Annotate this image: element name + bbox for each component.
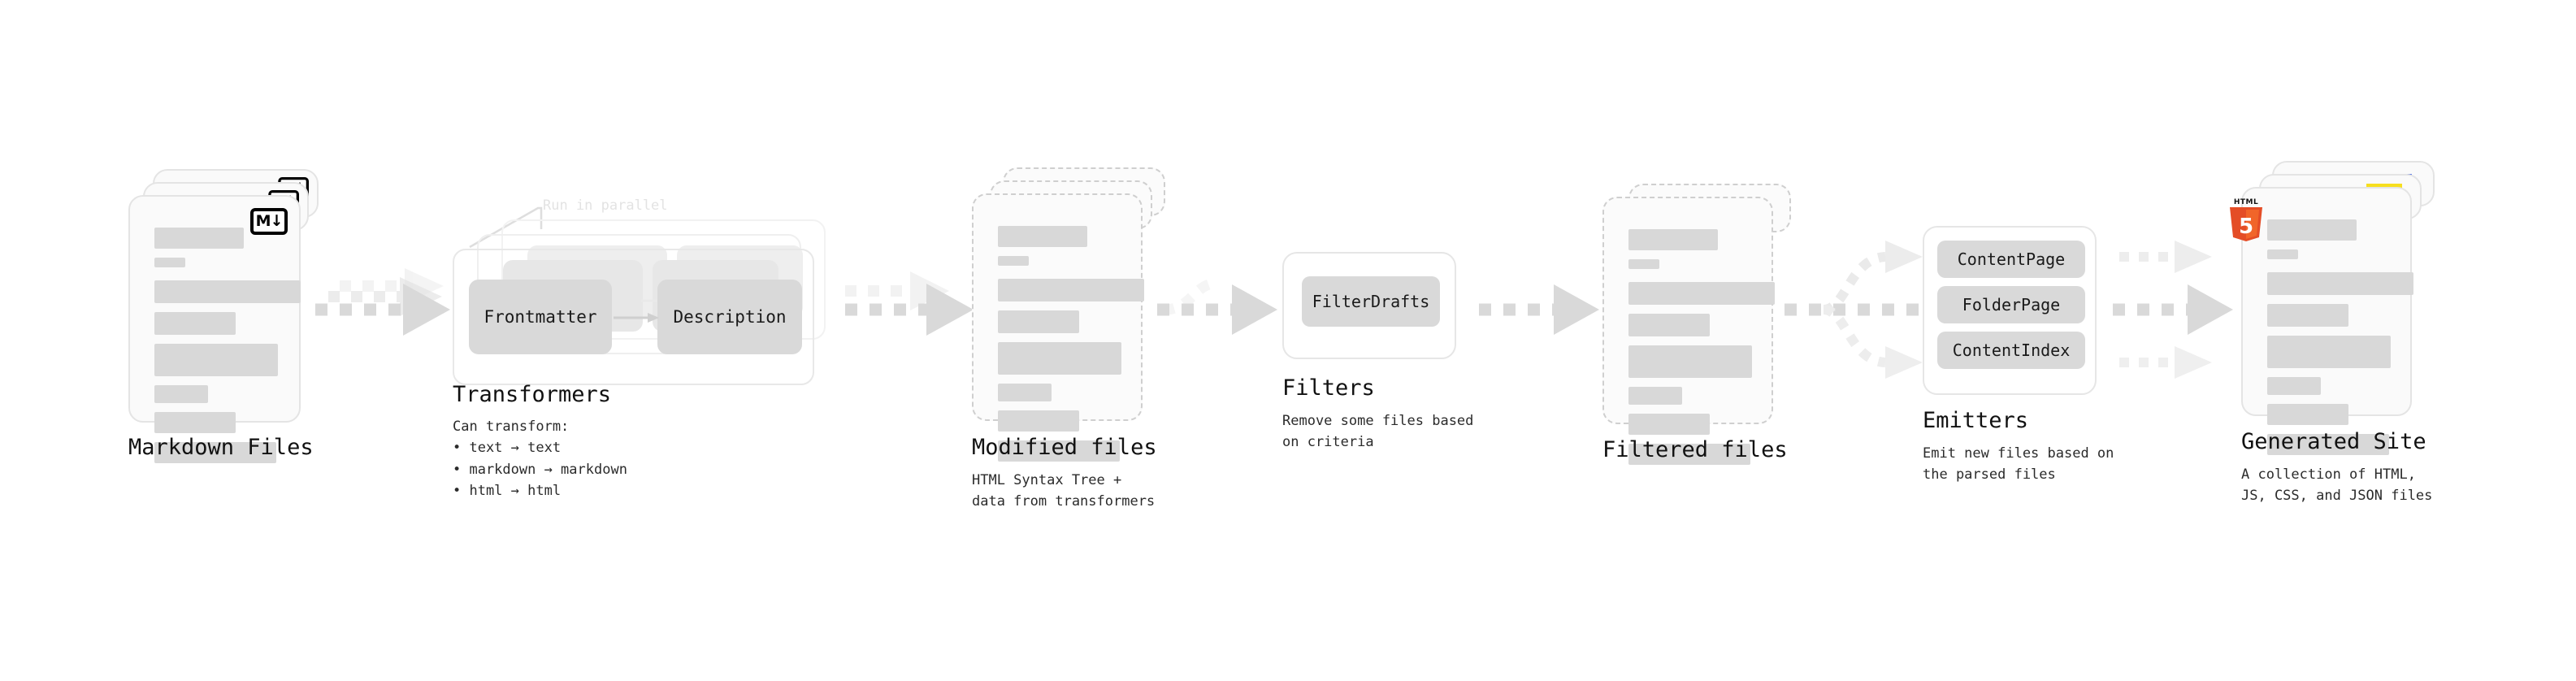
content-bar [2267, 336, 2391, 368]
content-bar [154, 412, 236, 433]
content-bar [998, 279, 1144, 301]
content-bar [2267, 304, 2348, 327]
svg-text:5: 5 [2239, 215, 2253, 239]
modified-card-front[interactable] [972, 193, 1144, 462]
content-bar [1628, 345, 1752, 378]
modified-content-bars [998, 226, 1144, 471]
arrow-markdown-to-transformers [315, 268, 450, 336]
modified-files-caption: HTML Syntax Tree + data from transformer… [972, 472, 1156, 510]
run-in-parallel-label: Run in parallel [543, 197, 668, 214]
content-bar [154, 280, 301, 303]
content-bar [2267, 272, 2413, 295]
markdown-title: Markdown Files [128, 435, 314, 460]
emitters-panel[interactable]: ContentPage FolderPage ContentIndex [1923, 226, 2097, 395]
emitter-chip-contentindex[interactable]: ContentIndex [1937, 332, 2085, 369]
filters-panel[interactable]: FilterDrafts [1282, 252, 1456, 359]
content-bar [1628, 282, 1775, 305]
filtered-content-bars [1628, 229, 1775, 474]
emitter-chip-label: FolderPage [1962, 295, 2061, 314]
arrow-transformers-to-modified [845, 271, 974, 336]
content-bar [154, 344, 278, 376]
markdown-logo-icon: M↓ [250, 208, 288, 235]
content-bar [998, 256, 1029, 266]
transformers-caption: Can transform: • text → text • markdown … [453, 419, 627, 500]
arrow-modified-to-filters [1157, 277, 1277, 335]
content-bar [998, 226, 1087, 247]
content-bar [1628, 229, 1718, 250]
transformer-chip-description[interactable]: Description [657, 280, 802, 354]
filtered-card-front[interactable] [1602, 197, 1775, 465]
emitter-chip-label: ContentPage [1957, 249, 2066, 269]
transformers-title: Transformers [453, 382, 612, 407]
modified-files-title: Modified files [972, 435, 1157, 460]
content-bar [2267, 219, 2357, 241]
transformer-panel-front[interactable]: Frontmatter Description [453, 249, 814, 385]
filter-chip-label: FilterDrafts [1312, 292, 1430, 311]
markdown-content-bars [154, 228, 301, 472]
content-bar [2267, 434, 2389, 455]
emitters-caption: Emit new files based on the parsed files [1923, 445, 2114, 484]
emitter-chip-label: ContentIndex [1952, 340, 2071, 360]
content-bar [2267, 377, 2321, 395]
content-bar [998, 342, 1121, 375]
transformer-chip-frontmatter[interactable]: Frontmatter [469, 280, 612, 354]
emitter-chip-folderpage[interactable]: FolderPage [1937, 286, 2085, 323]
content-bar [154, 312, 236, 335]
arrow-filters-to-filtered [1479, 284, 1599, 335]
content-bar [2267, 249, 2298, 259]
html5-logo-icon: HTML 5 [2228, 198, 2264, 241]
content-bar [998, 384, 1052, 401]
content-bar [1628, 259, 1659, 269]
content-bar [2267, 404, 2348, 425]
transformer-chip-label: Description [673, 307, 787, 327]
content-bar [1628, 314, 1710, 336]
generated-content-bars [2267, 219, 2413, 464]
content-bar [1628, 414, 1710, 435]
content-bar [998, 440, 1120, 462]
filtered-files-title: Filtered files [1602, 437, 1788, 462]
content-bar [154, 228, 244, 249]
generated-site-caption: A collection of HTML, JS, CSS, and JSON … [2241, 466, 2433, 505]
emitters-title: Emitters [1923, 408, 2029, 433]
content-bar [154, 385, 208, 403]
content-bar [1628, 444, 1750, 465]
content-bar [154, 442, 276, 463]
emitter-chip-contentpage[interactable]: ContentPage [1937, 241, 2085, 278]
content-bar [998, 310, 1079, 333]
generated-site-title: Generated Site [2241, 429, 2426, 454]
transformer-chip-label: Frontmatter [484, 307, 597, 327]
filters-title: Filters [1282, 375, 1375, 401]
content-bar [998, 410, 1079, 432]
filter-chip-filterdrafts[interactable]: FilterDrafts [1302, 276, 1440, 327]
filters-caption: Remove some files based on criteria [1282, 413, 1474, 451]
markdown-card-front[interactable]: M↓ [128, 195, 301, 463]
content-bar [1628, 387, 1682, 405]
content-bar [154, 258, 185, 267]
generated-card-front-html[interactable]: HTML 5 [2230, 187, 2413, 455]
arrow-emitters-to-generated [2113, 241, 2233, 379]
